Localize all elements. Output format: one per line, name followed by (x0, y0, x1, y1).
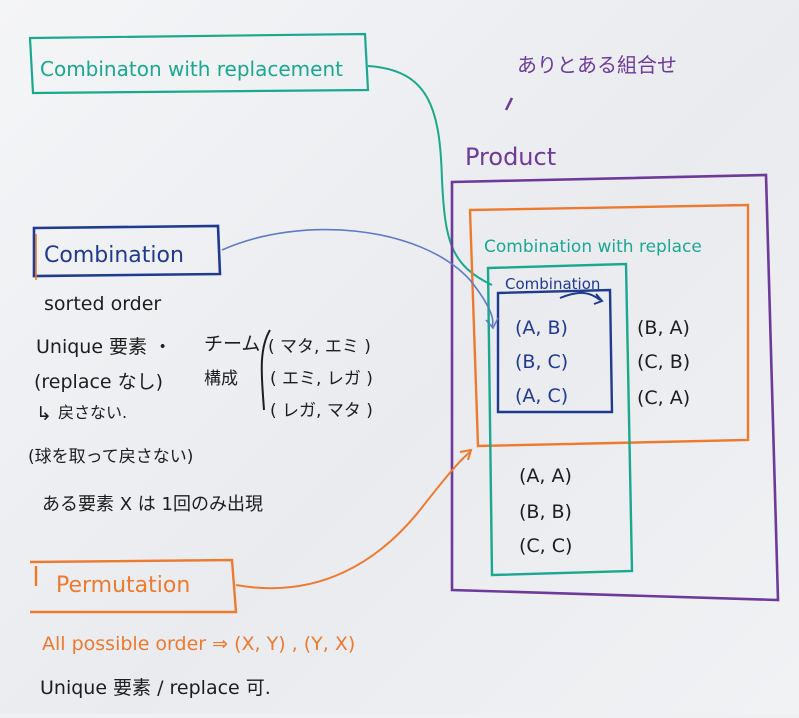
note-tama: (球を取って戻さない) (28, 447, 193, 467)
combination-label: Combination (44, 243, 184, 268)
comb-with-repl-inner-box (468, 203, 750, 448)
note-team: チーム (204, 333, 260, 355)
reversed-pair: (C, A) (637, 387, 690, 409)
note-sorted: sorted order (44, 293, 161, 315)
permutation-label: Permutation (56, 573, 190, 598)
note-koosei: 構成 (204, 369, 238, 389)
teal-inner-box (486, 262, 634, 577)
note-all-possible: All possible order ⇒ (X, Y) , (Y, X) (42, 633, 355, 655)
comb-with-repl-label: Combinaton with replacement (40, 57, 343, 81)
repeated-pair: (A, A) (519, 465, 572, 487)
team-pair: ( レガ, マタ ) (270, 401, 373, 421)
combination-pair: (A, B) (515, 317, 568, 339)
note-aru: ある要素 X は 1回のみ出現 (42, 494, 263, 515)
reversed-pair: (B, A) (637, 317, 690, 339)
note-unique-repl: Unique 要素 / replace 可. (40, 677, 271, 699)
reversed-pair: (C, B) (637, 351, 690, 373)
combination-inner-box (496, 288, 614, 414)
product-box (450, 173, 780, 602)
purple-tick (504, 97, 514, 111)
team-brace (260, 329, 271, 411)
combination-pair: (A, C) (515, 385, 568, 407)
repeated-pair: (B, B) (519, 501, 572, 523)
combination-pair: (B, C) (515, 351, 568, 373)
blue-hook-arrow (559, 292, 601, 301)
teal-connector (367, 65, 493, 286)
team-pair: ( エミ, レガ ) (270, 369, 373, 389)
comb-with-repl-box: Combinaton with replacement (28, 32, 370, 95)
blue-hook-arrow-head (593, 293, 604, 305)
repeated-pair: (C, C) (519, 535, 572, 557)
orange-connector-head (459, 448, 473, 461)
note-modosanai: 戻さない. (58, 403, 127, 422)
jp-all-combinations: ありとある組合せ (517, 53, 677, 77)
orange-connector (235, 451, 471, 590)
product-label: Product (465, 143, 556, 171)
permutation-box: Permutation (29, 558, 238, 614)
note-unique: Unique 要素 ・ (36, 336, 172, 358)
team-pair: ( マタ, エミ ) (268, 337, 371, 357)
note-replace-none: (replace なし) (34, 371, 163, 393)
note-arrow-hook: ↳ (36, 403, 52, 425)
combination-box: Combination (32, 224, 222, 280)
blue-connector (221, 228, 494, 327)
comb-with-repl-inner-label: Combination with replace (484, 237, 702, 257)
blue-connector-head (485, 317, 499, 330)
combination-inner-label: Combination (505, 275, 600, 293)
